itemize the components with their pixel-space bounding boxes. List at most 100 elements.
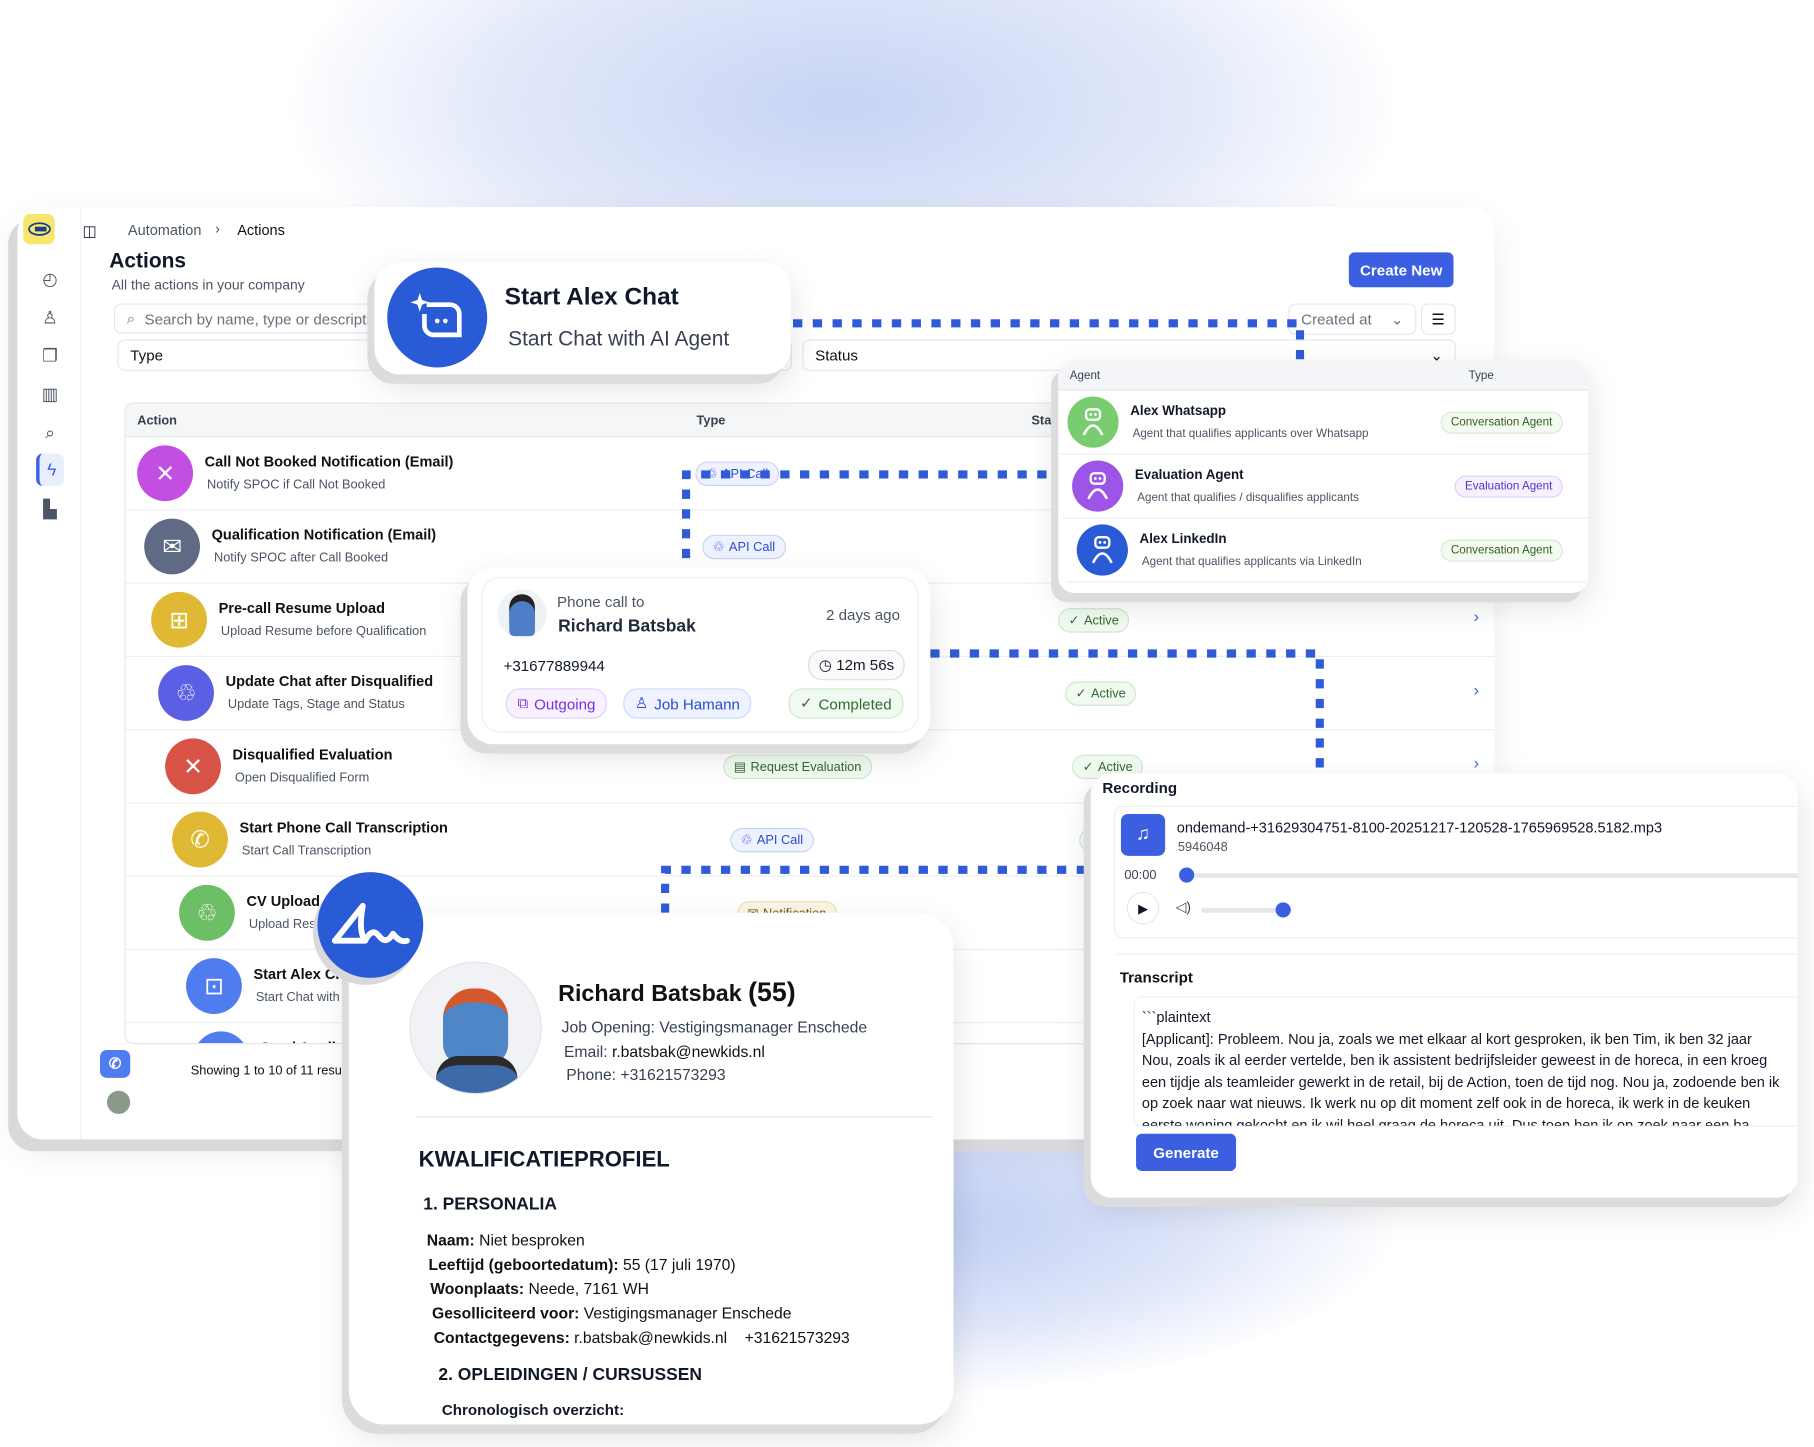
chevron-down-icon: ⌄ [1390,309,1404,328]
chevron-right-icon[interactable]: › [1473,753,1480,773]
section-opleidingen: 2. OPLEIDINGEN / CURSUSSEN [438,1365,703,1385]
type-label: API Call [728,540,776,555]
candidates-icon[interactable]: ♙ [42,308,58,328]
x-icon: ✕ [165,738,221,795]
webhook-icon: ♲ [179,884,235,941]
phone-button[interactable]: ✆ [100,1050,131,1078]
personalia-field: Leeftijd (geboortedatum): 55 (17 juli 19… [428,1256,849,1273]
check-circle-icon: ✓ [1075,687,1087,702]
generate-button[interactable]: Generate [1136,1133,1237,1171]
conversations-icon[interactable]: ❐ [42,346,58,367]
alex-card-title: Start Alex Chat [504,283,679,311]
recording-card: Recording ♫ ondemand-+31629304751-8100-2… [1090,773,1798,1198]
breadcrumb-automation[interactable]: Automation [127,222,202,239]
email-label: Email: [563,1043,608,1061]
action-name: CV Upload [246,893,321,910]
page-title: Actions [109,248,187,273]
company-logo[interactable] [23,213,55,245]
call-duration: 12m 56s [836,655,895,674]
status-filter-label: Status [815,346,858,364]
search-icon[interactable]: ⌕ [45,422,55,443]
robot-icon [1067,396,1119,448]
chat-sparkle-icon [387,267,488,368]
volume-thumb[interactable] [1275,902,1291,918]
company-icon[interactable]: ▙ [43,500,57,520]
file-plus-icon: ⊞ [151,591,207,648]
action-description: Start Call Transcription [241,844,372,859]
search-icon: ⌕ [126,309,136,327]
action-description: Notify SPOC if Call Not Booked [206,477,386,492]
check-circle-icon: ✓ [1082,760,1094,775]
jobs-icon[interactable]: ▥ [41,384,59,405]
recording-title: Recording [1102,779,1178,797]
breadcrumb-actions: Actions [237,222,285,239]
field-value: 55 (17 juli 1970) [622,1255,736,1274]
search-input[interactable]: ⌕Search by name, type or description [113,303,417,334]
chronological-overview-label: Chronologisch overzicht: [441,1401,625,1419]
call-duration-badge: ◷ 12m 56s [808,650,905,681]
agent-type-badge: Conversation Agent [1440,539,1563,562]
agents-column-type: Type [1468,369,1494,383]
type-label: Request Evaluation [750,759,862,774]
type-icon: ♲ [712,540,725,555]
personalia-field: Woonplaats: Neede, 7161 WH [430,1280,850,1297]
start-alex-chat-card[interactable]: Start Alex Chat Start Chat with AI Agent [374,262,791,375]
recording-size: 5946048 [1177,840,1228,855]
brand-shark-logo-icon [317,872,424,978]
chevron-right-icon[interactable]: › [1473,680,1480,699]
transcript-line: ```plaintext [1141,1009,1211,1026]
toggle-sidebar-icon[interactable]: ◫ [82,222,97,240]
candidate-profile-card: Richard Batsbak (55) Job Opening: Vestig… [348,912,954,1425]
field-label: Naam: [426,1231,475,1249]
agent-name: Alex LinkedIn [1139,532,1227,547]
volume-slider[interactable] [1201,902,1292,918]
robot-icon [1072,460,1124,512]
caller-avatar [497,589,547,639]
call-time-ago: 2 days ago [826,605,901,624]
agents-header: Agent Type [1058,360,1589,391]
field-label: Leeftijd (geboortedatum): [428,1255,619,1274]
playback-thumb[interactable] [1179,867,1195,883]
playback-time: 00:00 [1124,868,1157,883]
agent-description: Agent that qualifies / disqualifies appl… [1137,491,1359,505]
connector-api-to-agents [681,470,1061,559]
create-new-button[interactable]: Create New [1348,252,1454,288]
type-icon: ♲ [705,467,718,482]
playback-slider[interactable] [1179,867,1798,883]
status-label: Active [1083,613,1119,628]
table-row[interactable]: ➤Send Application› [126,1023,1495,1044]
personalia-field: Naam: Niet besproken [427,1231,850,1248]
call-status: Completed [818,694,892,713]
check-circle-icon: ✓ [800,694,813,712]
agent-name: Alex Whatsapp [1130,404,1227,419]
type-badge: ♲API Call [730,827,814,853]
candidate-phone: Phone: +31621573293 [566,1066,726,1084]
phone-call-card[interactable]: Phone call to Richard Batsbak 2 days ago… [467,567,931,745]
candidate-email[interactable]: r.batsbak@newkids.nl [611,1043,765,1061]
automation-icon[interactable]: ϟ [36,453,64,487]
dashboard-icon[interactable]: ◴ [42,269,58,290]
call-agent: Job Hamann [654,694,740,713]
action-name: Start Alex Chat [253,966,358,983]
play-button[interactable]: ▶ [1126,891,1160,925]
call-contact-name: Richard Batsbak [558,616,696,637]
user-avatar[interactable] [106,1090,131,1114]
call-phone-number: +31677889944 [503,656,605,675]
transcript-line: Nou, zoals ik al eerder vertelde, ben ik… [1141,1052,1768,1069]
transcript-line: een tijdje als teamleider gewerkt in de … [1141,1073,1780,1091]
sort-direction-button[interactable]: ☰ [1420,303,1456,335]
table-row[interactable]: ✕Call Not Booked Notification (Email)Not… [125,437,1495,511]
candidate-email-line: Email: r.batsbak@newkids.nl [564,1043,765,1060]
field-label: Gesolliciteerd voor: [431,1304,580,1323]
action-name: Qualification Notification (Email) [211,526,437,544]
phone-call-inner [481,576,919,733]
transcript-line: op zoek naar wat nieuws. Ik werk nu op d… [1141,1095,1751,1112]
chevron-right-icon[interactable]: › [1473,606,1480,626]
column-type: Type [696,413,726,428]
transcript-textarea[interactable]: ```plaintext [Applicant]: Probleem. Nou … [1133,996,1798,1127]
